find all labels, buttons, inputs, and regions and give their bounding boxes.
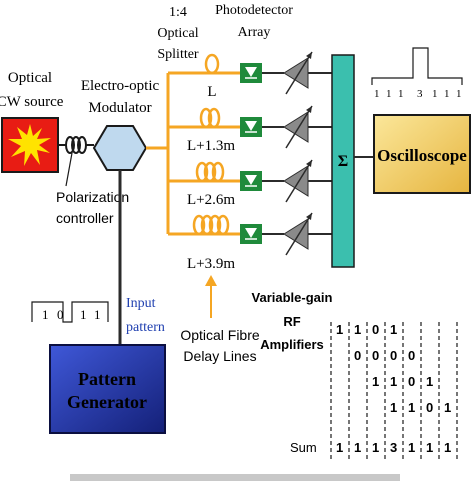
photodetector-label-line1: Photodetector	[215, 3, 293, 18]
splitter-label-line1: 1:4	[169, 5, 187, 20]
sum-b6: 1	[426, 440, 433, 455]
input-bit-1: 1	[42, 307, 49, 322]
sum-b1: 1	[336, 440, 343, 455]
timing-r1-b1: 1	[336, 322, 343, 337]
polarization-pointer	[65, 152, 73, 187]
input-pattern-bits: 1 0 1 1	[42, 307, 101, 322]
trace-bit-5: 1	[432, 88, 438, 100]
amplifier-1	[283, 51, 313, 95]
timing-r3-b4: 1	[426, 374, 433, 389]
fibre-coil-2-icon	[199, 107, 221, 129]
fibre-coil-3-icon	[195, 161, 225, 183]
timing-row-1: 1 1 0 1	[336, 322, 397, 337]
timing-r2-b4: 0	[408, 348, 415, 363]
input-bit-3: 1	[80, 307, 87, 322]
timing-grid	[330, 322, 458, 460]
delay-label-1: L	[207, 84, 216, 100]
delay-label-4: L+3.9m	[187, 256, 235, 272]
cw-source-label-line2: CW source	[0, 94, 64, 110]
sum-b5: 1	[408, 440, 415, 455]
rf-amplifiers-label-line3: Amplifiers	[260, 337, 324, 352]
timing-r4-b2: 1	[408, 400, 415, 415]
timing-r4-b1: 1	[390, 400, 397, 415]
timing-r3-b1: 1	[372, 374, 379, 389]
input-bit-2: 0	[57, 307, 64, 322]
timing-r2-b3: 0	[390, 348, 397, 363]
amplifier-3	[283, 159, 313, 203]
photodetector-2	[240, 117, 262, 137]
oscilloscope-trace-bits: 1 1 1 3 1 1 1	[374, 88, 462, 100]
oscilloscope-trace-waveform	[371, 47, 463, 85]
timing-r2-b1: 0	[354, 348, 361, 363]
trace-bit-3: 1	[398, 88, 404, 100]
cw-source-label-line1: Optical	[8, 70, 52, 86]
delay-lines-arrowhead-icon	[205, 275, 217, 286]
polarization-label-line1: Polarization	[56, 189, 129, 205]
timing-row-3: 1 1 0 1	[372, 374, 433, 389]
timing-r1-b3: 0	[372, 322, 379, 337]
photodetector-3	[240, 171, 262, 191]
timing-r4-b4: 1	[444, 400, 451, 415]
oscilloscope-box	[373, 114, 471, 194]
timing-r1-b4: 1	[390, 322, 397, 337]
summer-box	[331, 54, 355, 268]
timing-r3-b3: 0	[408, 374, 415, 389]
photodetector-4	[240, 224, 262, 244]
cw-source-star-icon	[8, 124, 51, 166]
delay-lines-label-line1: Optical Fibre	[180, 327, 260, 343]
trace-bit-4: 3	[417, 88, 423, 100]
oscilloscope-label: Oscilloscope	[377, 146, 467, 165]
fibre-coil-1-icon	[204, 53, 220, 75]
polarization-controller-icon	[58, 136, 94, 154]
sum-b4: 3	[390, 440, 397, 455]
rf-amplifiers-label-line2: RF	[283, 314, 300, 329]
amplifier-4	[283, 212, 313, 256]
trace-bit-6: 1	[444, 88, 450, 100]
input-pattern-label-line2: pattern	[126, 320, 165, 335]
modulator-label-line1: Electro-optic	[81, 78, 160, 94]
polarization-label-line2: controller	[56, 210, 114, 226]
trace-bit-7: 1	[456, 88, 462, 100]
timing-r1-b2: 1	[354, 322, 361, 337]
trace-bit-2: 1	[386, 88, 392, 100]
delay-label-3: L+2.6m	[187, 192, 235, 208]
trace-bit-1: 1	[374, 88, 380, 100]
delay-lines-label-line2: Delay Lines	[183, 348, 256, 364]
timing-row-2: 0 0 0 0	[354, 348, 415, 363]
pattern-generator-box	[49, 344, 166, 434]
input-pattern-waveform	[31, 301, 109, 323]
caption-cut-off	[70, 474, 400, 481]
fibre-coil-4-icon	[192, 214, 230, 236]
sum-b3: 1	[372, 440, 379, 455]
modulator-hexagon	[92, 125, 148, 171]
splitter-label-line2: Optical	[157, 26, 198, 41]
delay-label-2: L+1.3m	[187, 138, 235, 154]
timing-r4-b3: 0	[426, 400, 433, 415]
timing-r3-b2: 1	[390, 374, 397, 389]
input-bit-4: 1	[94, 307, 101, 322]
timing-r2-b2: 0	[372, 348, 379, 363]
timing-diagram: 1 1 0 1 0 0 0 0 1 1 0 1 1 1 0 1 Sum 1	[290, 322, 458, 460]
timing-row-4: 1 1 0 1	[390, 400, 451, 415]
photodetector-label-line2: Array	[238, 25, 271, 40]
pattern-generator-label-line2: Generator	[67, 392, 147, 412]
detector-amp-wires	[262, 72, 284, 235]
amplifier-2	[283, 105, 313, 149]
photodetector-1	[240, 63, 262, 83]
sum-b2: 1	[354, 440, 361, 455]
sum-label: Sum	[290, 440, 317, 455]
summer-sigma-symbol: Σ	[338, 153, 348, 170]
input-pattern-label-line1: Input	[126, 296, 156, 311]
sum-b7: 1	[444, 440, 451, 455]
modulator-label-line2: Modulator	[88, 100, 151, 116]
rf-amplifiers-label-line1: Variable-gain	[252, 290, 333, 305]
amp-summer-wires	[308, 72, 332, 235]
splitter-label-line3: Splitter	[157, 47, 199, 62]
pattern-generator-label-line1: Pattern	[78, 369, 136, 389]
sum-row: 1 1 1 3 1 1 1	[336, 440, 451, 455]
